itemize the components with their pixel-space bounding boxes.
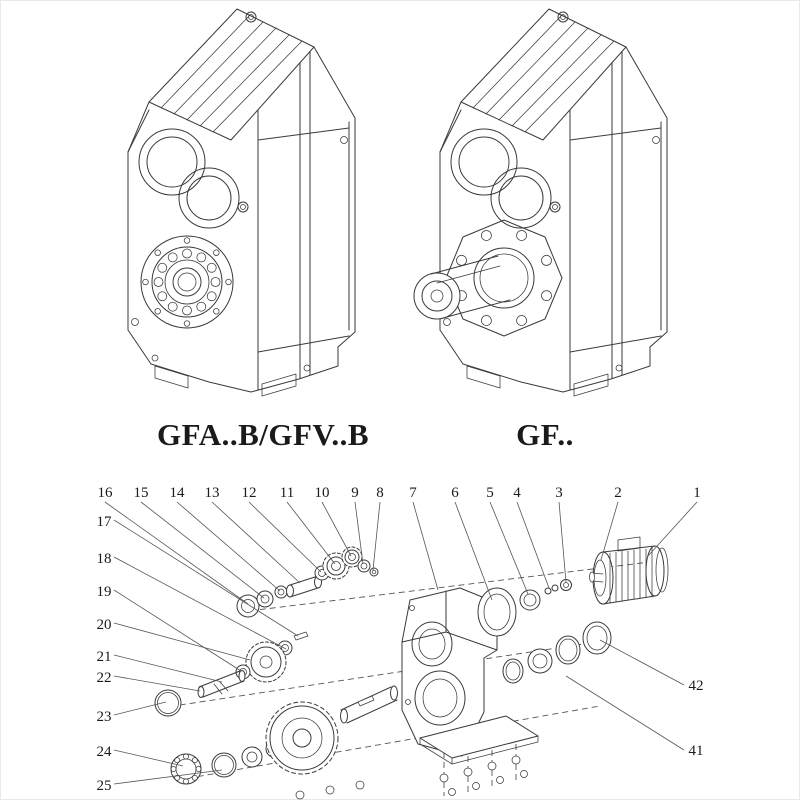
right-gearbox-housing-outline: [439, 8, 668, 397]
callout-13: 13: [205, 485, 220, 501]
callout-8: 8: [376, 485, 384, 501]
gearbox-drawing-gf: [413, 8, 668, 397]
left-gearbox-screws: [131, 136, 348, 372]
exploded-view: [154, 536, 669, 800]
callout-3: 3: [555, 485, 563, 501]
callout-9: 9: [351, 485, 359, 501]
callout-18: 18: [97, 551, 112, 567]
callout-24: 24: [97, 744, 113, 760]
callout-5: 5: [486, 485, 494, 501]
right-gearbox-screws: [443, 136, 660, 372]
callout-22: 22: [97, 670, 112, 686]
exploded-motor: [589, 536, 669, 605]
callout-2: 2: [614, 485, 622, 501]
callout-14: 14: [170, 485, 186, 501]
callout-7: 7: [409, 485, 417, 501]
exploded-flange-parts: [477, 579, 572, 637]
exploded-input-parts: [236, 546, 379, 618]
callout-25: 25: [97, 778, 112, 794]
callout-20: 20: [97, 617, 112, 633]
callout-21: 21: [97, 649, 112, 665]
callout-12: 12: [242, 485, 257, 501]
model-label-gf: GF..: [516, 417, 574, 452]
exploded-output-parts: [170, 685, 398, 800]
callout-16: 16: [98, 485, 114, 501]
exploded-intermediate-parts: [154, 631, 309, 717]
callout-23: 23: [97, 709, 112, 725]
exploded-ring-cluster: [502, 621, 612, 684]
callout-15: 15: [134, 485, 149, 501]
right-gearbox-output-shaft: [413, 255, 511, 320]
leader-lines: [104, 501, 698, 785]
right-gearbox-input-bosses: [450, 11, 569, 229]
model-label-gfab: GFA..B/GFV..B: [156, 417, 370, 452]
right-gearbox-output-flange: [445, 219, 563, 337]
callout-numbers: 16 15 14 13 12 11 10 9 8 7 6 5 4 3 2 1 1…: [97, 485, 704, 794]
callout-4: 4: [513, 485, 521, 501]
callout-6: 6: [451, 485, 459, 501]
callout-19: 19: [97, 584, 112, 600]
left-gearbox-input-bosses: [138, 11, 257, 229]
callout-10: 10: [315, 485, 330, 501]
gearbox-drawing-gfab: [127, 8, 356, 397]
exploded-base-plate: [419, 715, 539, 796]
callout-41: 41: [689, 743, 704, 759]
callout-42: 42: [689, 678, 704, 694]
callout-11: 11: [280, 485, 294, 501]
left-gearbox-housing-outline: [127, 8, 356, 397]
callout-1: 1: [693, 485, 701, 501]
left-gearbox-output-bearing-boss: [140, 235, 234, 329]
right-gearbox-cooling-fins: [472, 14, 615, 133]
left-gearbox-cooling-fins: [160, 14, 303, 133]
callout-17: 17: [97, 514, 113, 530]
